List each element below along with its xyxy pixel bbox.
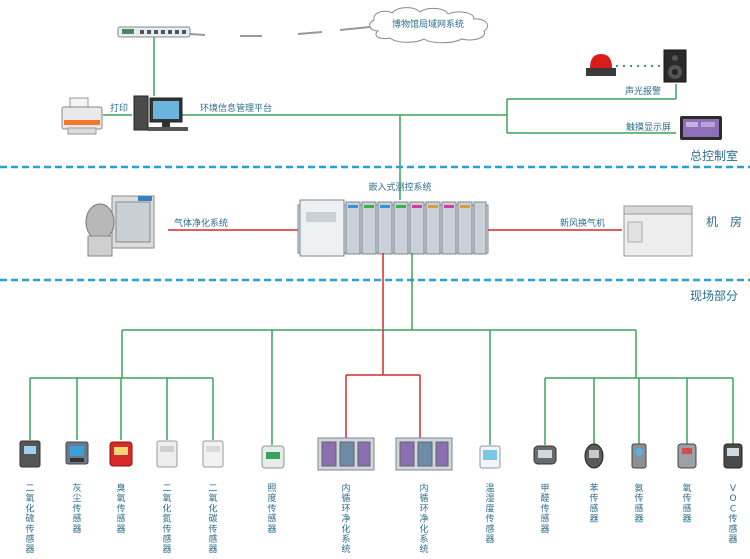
env-platform-label: 环境信息管理平台 <box>200 102 272 114</box>
inner-purifier-2-icon <box>395 437 453 471</box>
inner-purifier-1-icon <box>317 437 375 471</box>
oxygen-sensor-icon <box>677 443 697 469</box>
lan-cloud: 博物馆局域网系统 <box>369 7 489 44</box>
sensor-label: 二氧化碳传感器 <box>208 484 217 555</box>
gas-purifier-icon <box>85 195 155 257</box>
plc-rack-icon <box>297 199 489 257</box>
sensor-label: 臭氧传感器 <box>116 482 125 535</box>
temp-humidity-sensor-icon <box>479 445 501 469</box>
formaldehyde-sensor-icon <box>533 445 557 465</box>
sensor-label: 灰尘传感器 <box>72 482 81 535</box>
ozone-sensor-icon <box>109 441 133 467</box>
embedded-label: 嵌入式测控系统 <box>368 181 431 193</box>
sensor-label: 甲醛传感器 <box>540 483 549 535</box>
sensor-label: 温湿度传感器 <box>485 483 494 545</box>
co2-sensor-icon <box>202 440 224 468</box>
gas-purify-label: 气体净化系统 <box>174 217 228 229</box>
zone-field: 现场部分 <box>690 288 738 303</box>
dust-sensor-icon <box>65 441 89 465</box>
touch-label: 触摸显示屏 <box>626 121 671 133</box>
zone-machine-room: 机 房 <box>706 214 742 229</box>
field-bus <box>29 253 734 445</box>
network-switch-icon <box>117 26 191 38</box>
computer-icon <box>133 95 188 131</box>
sensor-labels: 二氧化硫传感器 灰尘传感器 臭氧传感器 二氧化氮传感器 二氧化碳传感器 照度传感器 内循环净… <box>25 482 737 555</box>
zone-control-room: 总控制室 <box>690 148 738 163</box>
no2-sensor-icon <box>156 440 178 468</box>
control-lines <box>103 37 677 200</box>
sensor-label: 苯传感器 <box>589 482 598 525</box>
voc-sensor-icon <box>723 443 743 469</box>
alarm-light-icon <box>586 54 616 76</box>
fresh-air-label: 新风换气机 <box>560 217 605 229</box>
fresh-air-unit-icon <box>623 205 693 257</box>
sensor-label: 内循环净化系统 <box>341 482 350 555</box>
speaker-icon <box>663 49 687 83</box>
light-sensor-icon <box>261 445 285 469</box>
ammonia-sensor-icon <box>631 443 647 469</box>
sensor-label: 氧传感器 <box>682 482 691 525</box>
lan-label: 博物馆局域网系统 <box>392 18 464 30</box>
printer-icon <box>61 97 103 135</box>
sensor-label: 内循环净化系统 <box>419 482 428 555</box>
print-label: 打印 <box>110 102 128 114</box>
sensor-label: 二氧化氮传感器 <box>162 484 171 555</box>
so2-sensor-icon <box>19 440 41 468</box>
alarm-label: 声光报警 <box>625 85 661 97</box>
touch-screen-icon <box>680 116 722 140</box>
benzene-sensor-icon <box>584 443 604 469</box>
sensor-label: 二氧化硫传感器 <box>25 484 34 555</box>
lan-link <box>189 26 371 37</box>
sensor-label: 氨传感器 <box>634 482 643 525</box>
sensor-label: 照度传感器 <box>267 483 276 535</box>
